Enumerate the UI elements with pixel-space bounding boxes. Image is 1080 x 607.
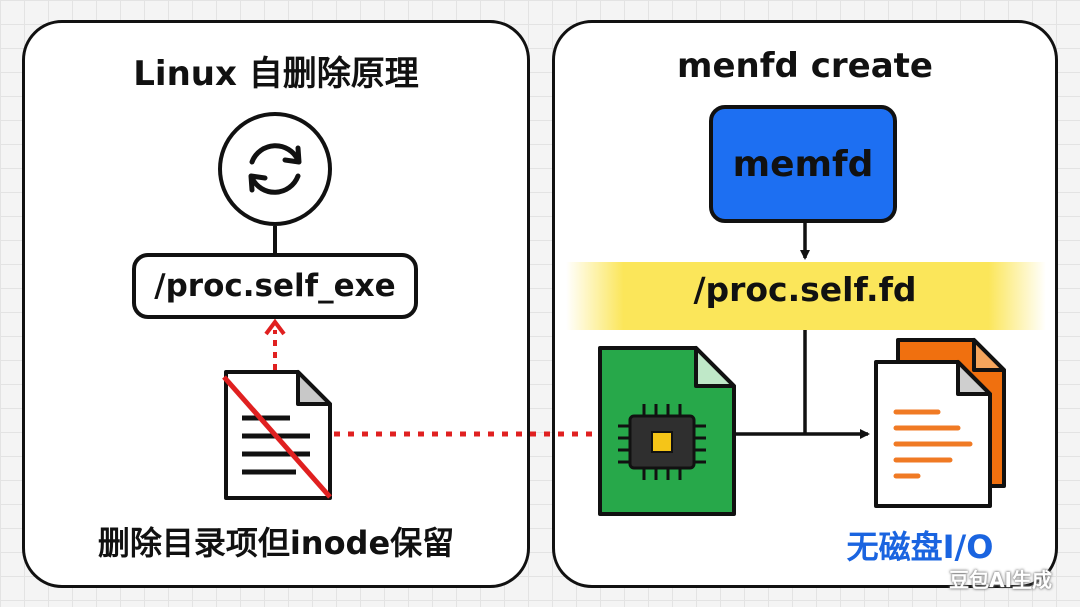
deleted-to-exe-arrowhead xyxy=(264,318,286,336)
left-panel-caption: 删除目录项但inode保留 xyxy=(97,524,455,562)
proc-self-exe-label: /proc.self_exe xyxy=(154,268,396,304)
sync-icon xyxy=(248,143,302,195)
watermark: 豆包AI生成 xyxy=(949,568,1052,592)
proc-self-exe-node: /proc.self_exe xyxy=(132,253,418,319)
proc-self-fd-label: /proc.self.fd xyxy=(693,270,917,309)
memfd-label: memfd xyxy=(732,143,874,185)
left-panel-title: Linux 自删除原理 xyxy=(133,54,419,94)
sync-icon-circle xyxy=(218,112,332,226)
right-panel-caption: 无磁盘I/O xyxy=(846,528,994,566)
memfd-node: memfd xyxy=(709,105,897,223)
right-panel-title: menfd create xyxy=(677,46,933,86)
fd-highlight-band xyxy=(566,262,1046,330)
